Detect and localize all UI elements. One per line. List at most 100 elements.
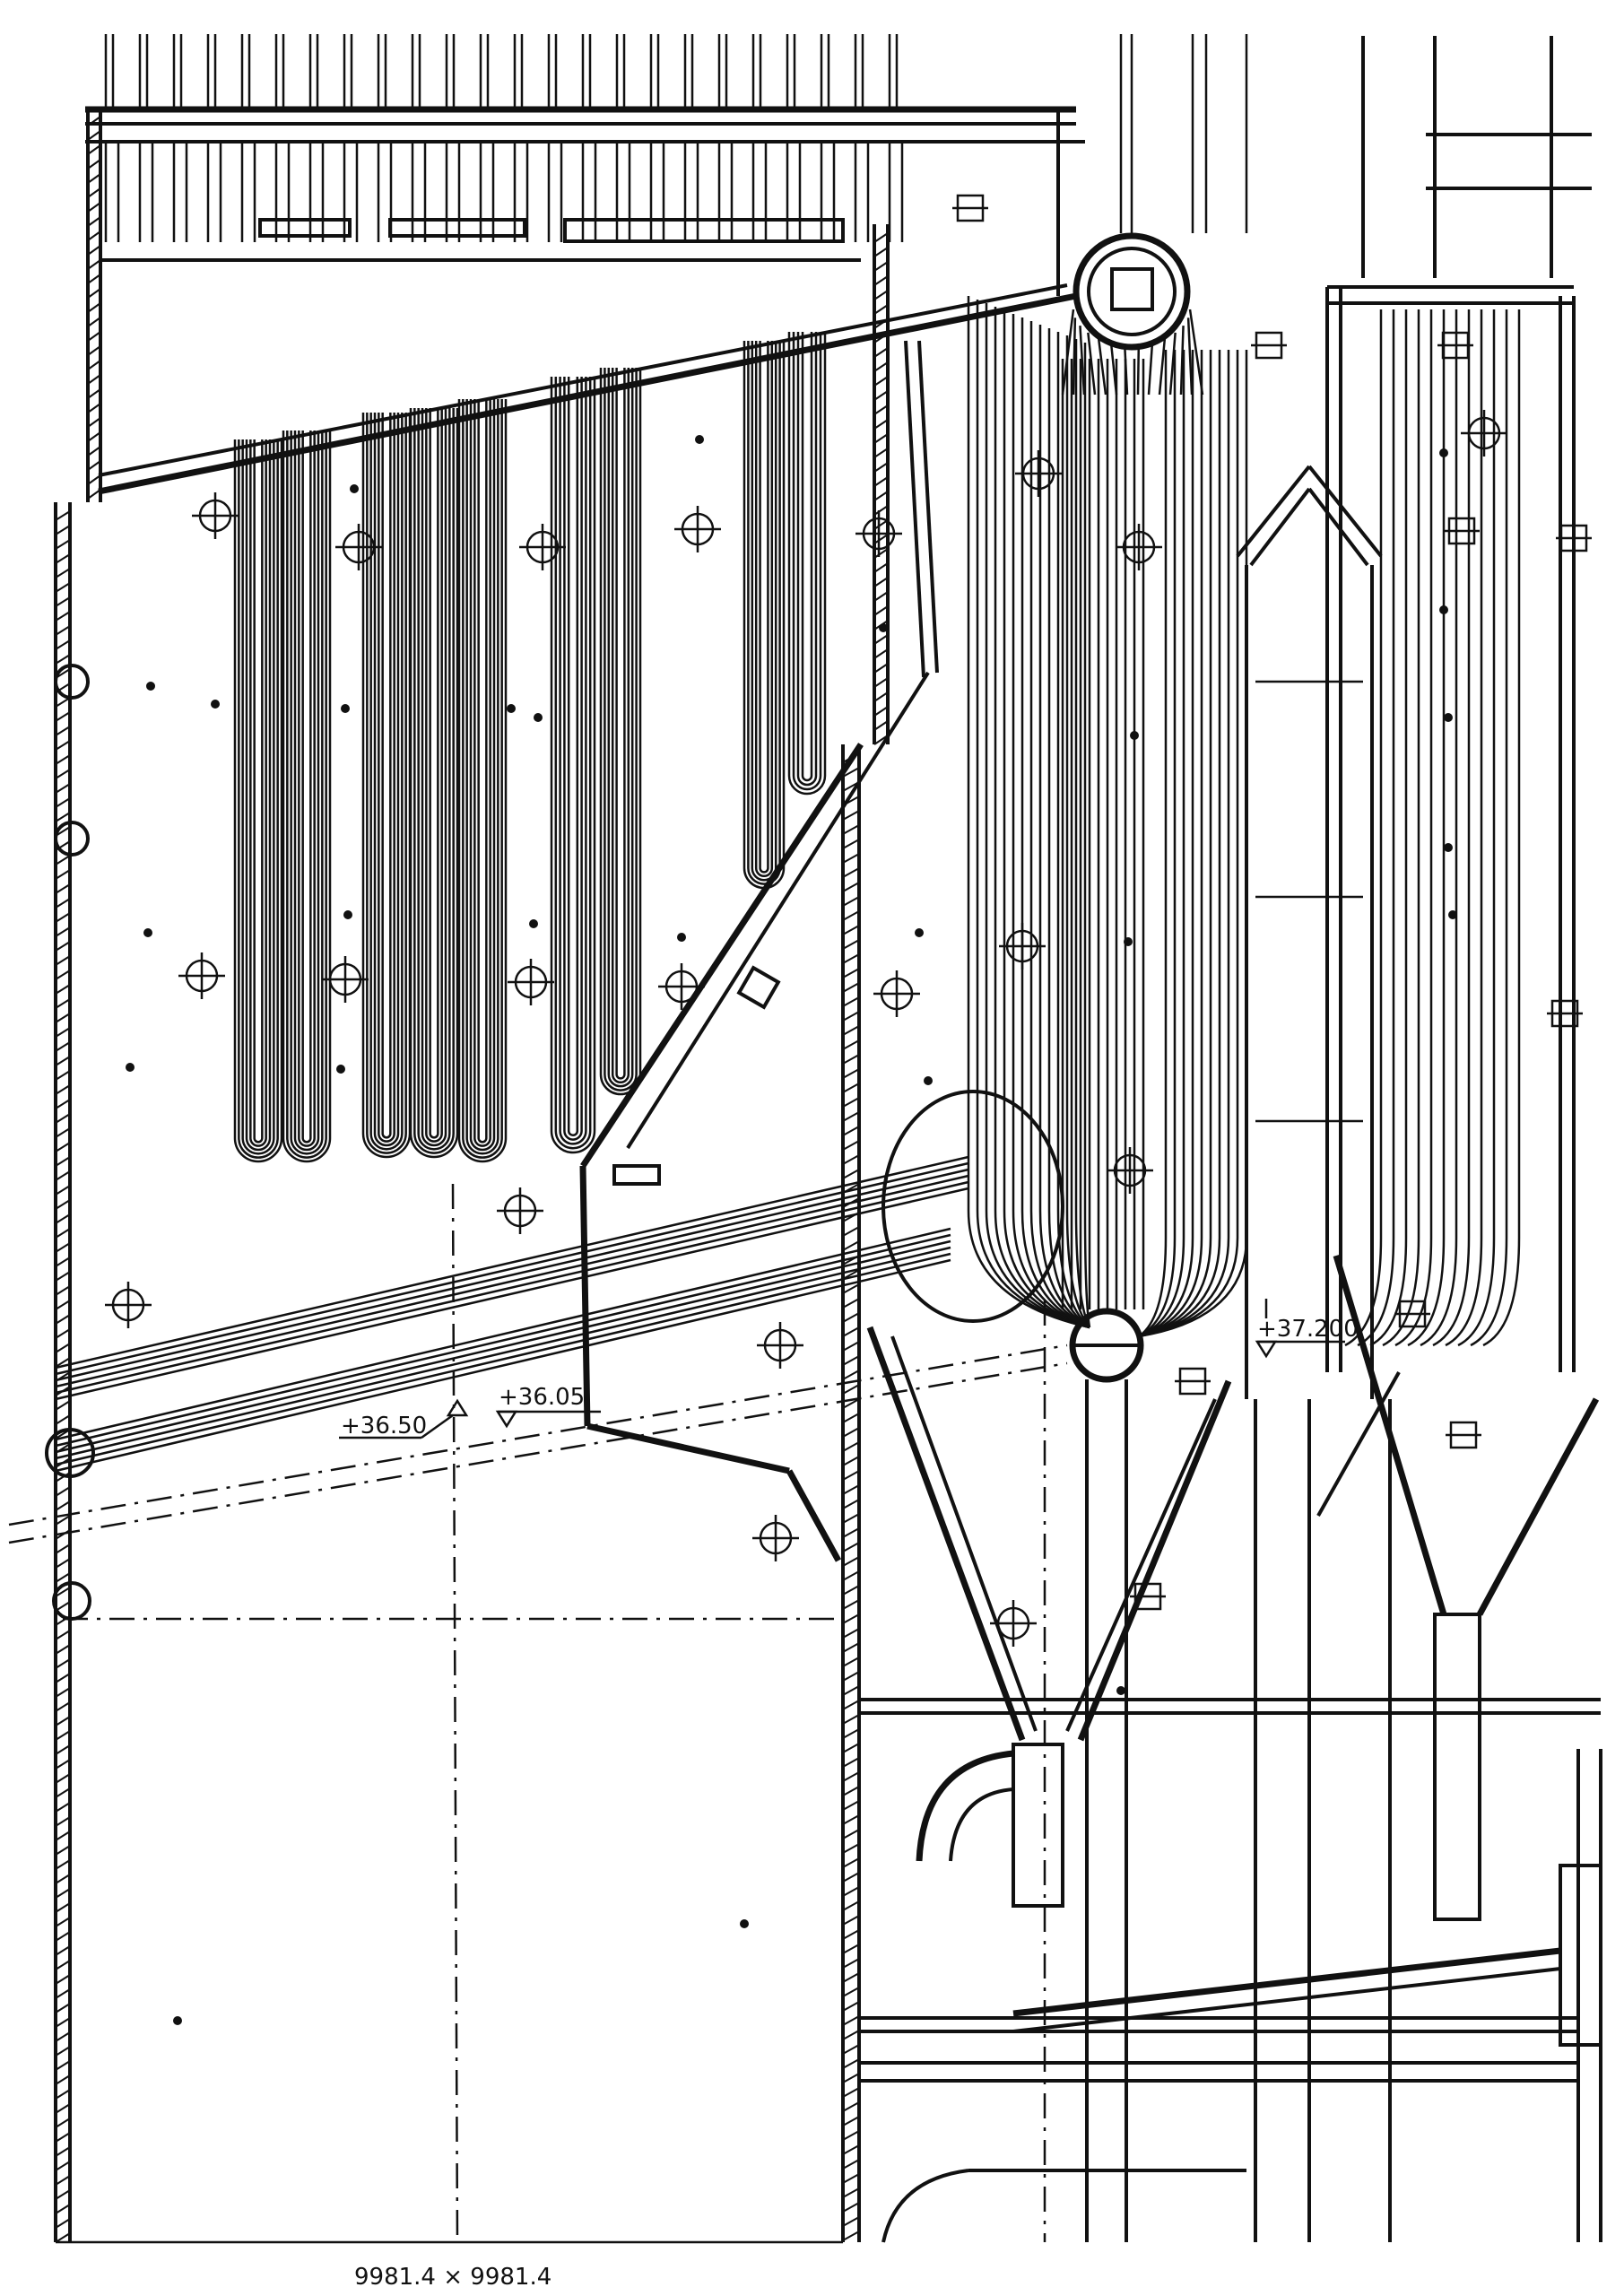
- wall-hatch: [55, 596, 71, 607]
- wall-hatch: [55, 2017, 71, 2028]
- wall-hatch: [55, 1658, 71, 1669]
- wall-hatch: [842, 882, 860, 892]
- support-dot: [915, 928, 924, 937]
- riser-line: [649, 144, 665, 242]
- mud-drum: [1069, 1308, 1144, 2242]
- wall-hatch: [842, 1542, 860, 1552]
- wall-hatch: [55, 2046, 71, 2057]
- wall-hatch: [842, 1958, 860, 1969]
- wall-hatch: [873, 519, 889, 530]
- wall-hatch: [842, 996, 860, 1007]
- wall-hatch: [842, 1857, 860, 1868]
- wall-hatch: [55, 2103, 71, 2114]
- wall-hatch: [842, 1025, 860, 1036]
- wall-hatch: [55, 2218, 71, 2229]
- middle-wall: [841, 224, 890, 2242]
- wall-hatch: [873, 333, 889, 344]
- wall-hatch: [55, 1845, 71, 1856]
- pendant-loop: [615, 368, 626, 1080]
- drum-tube: [1179, 326, 1185, 396]
- pendant-loop: [743, 341, 786, 890]
- wall-hatch: [55, 2003, 71, 2013]
- pendant-loop: [563, 377, 583, 1141]
- wall-hatch: [55, 1716, 71, 1726]
- support-dot: [211, 700, 220, 709]
- wall-hatch: [873, 720, 889, 731]
- wall-hatch: [55, 1414, 71, 1425]
- riser-line: [308, 144, 325, 242]
- pendant-loop: [290, 430, 324, 1155]
- pendant-loop: [477, 399, 488, 1144]
- wall-hatch: [873, 290, 889, 300]
- wall-hatch: [842, 1944, 860, 1954]
- wall-hatch: [55, 955, 71, 966]
- wall-hatch: [55, 1228, 71, 1239]
- riser-line: [274, 144, 291, 242]
- wall-hatch: [87, 259, 101, 270]
- wall-hatch: [873, 677, 889, 688]
- wall-hatch: [55, 1357, 71, 1368]
- wall-hatch: [842, 1326, 860, 1337]
- pendant-loop: [801, 332, 813, 782]
- wall-hatch: [842, 2187, 860, 2198]
- wall-hatch: [55, 1988, 71, 1999]
- wall-hatch: [55, 2031, 71, 2042]
- pendant-loop: [378, 413, 395, 1143]
- bank-tube: [1047, 328, 1090, 1329]
- wall-hatch: [55, 1572, 71, 1583]
- pendant-loop: [759, 341, 769, 874]
- support-dot: [126, 1063, 135, 1072]
- wall-hatch: [842, 2159, 860, 2170]
- wall-hatch: [873, 591, 889, 602]
- wall-hatch: [87, 302, 101, 313]
- wall-hatch: [873, 232, 889, 243]
- wall-hatch: [87, 144, 101, 155]
- support-dot: [529, 919, 538, 928]
- wall-hatch: [55, 1500, 71, 1511]
- wall-hatch: [55, 625, 71, 636]
- pendant-loop: [599, 368, 642, 1096]
- wall-hatch: [842, 1054, 860, 1065]
- wall-hatch: [873, 261, 889, 272]
- wall-hatch: [842, 1470, 860, 1481]
- wall-hatch: [842, 810, 860, 821]
- wall-hatch: [842, 939, 860, 950]
- wall-hatch: [842, 910, 860, 921]
- right-bank-tube: [1445, 309, 1483, 1347]
- pendant-loop: [233, 439, 283, 1163]
- drum-tube: [1188, 309, 1204, 396]
- floor-tube: [55, 1252, 951, 1466]
- convection-bank: [967, 296, 1248, 1338]
- wall-hatch: [842, 767, 860, 778]
- wall-hatch: [873, 275, 889, 286]
- wall-hatch: [55, 1056, 71, 1066]
- wall-hatch: [55, 1142, 71, 1152]
- scale-note: 9981.4 × 9981.4: [354, 2264, 551, 2291]
- drum-tube: [1097, 337, 1107, 396]
- riser-line: [411, 144, 427, 242]
- wall-hatch: [842, 1814, 860, 1825]
- wall-hatch: [55, 769, 71, 779]
- wall-hatch: [55, 568, 71, 578]
- wall-hatch: [55, 1185, 71, 1196]
- wall-hatch: [55, 1931, 71, 1942]
- wall-hatch: [55, 525, 71, 535]
- wall-hatch: [55, 1917, 71, 1927]
- wall-hatch: [55, 1544, 71, 1554]
- pendant-loop: [249, 439, 267, 1147]
- wall-hatch: [87, 187, 101, 198]
- wall-hatch: [873, 376, 889, 387]
- wall-hatch: [55, 941, 71, 952]
- wall-hatch: [87, 159, 101, 170]
- wall-hatch: [873, 247, 889, 257]
- header-circle: [54, 821, 90, 857]
- drum-tube: [1136, 344, 1141, 396]
- wall-hatch: [55, 1199, 71, 1210]
- support-dot: [146, 682, 155, 691]
- wall-hatch: [55, 1644, 71, 1655]
- support-dot: [341, 704, 350, 713]
- wall-hatch: [55, 869, 71, 880]
- wall-hatch: [842, 1039, 860, 1050]
- wall-hatch: [842, 1972, 860, 1983]
- wall-hatch: [87, 230, 101, 241]
